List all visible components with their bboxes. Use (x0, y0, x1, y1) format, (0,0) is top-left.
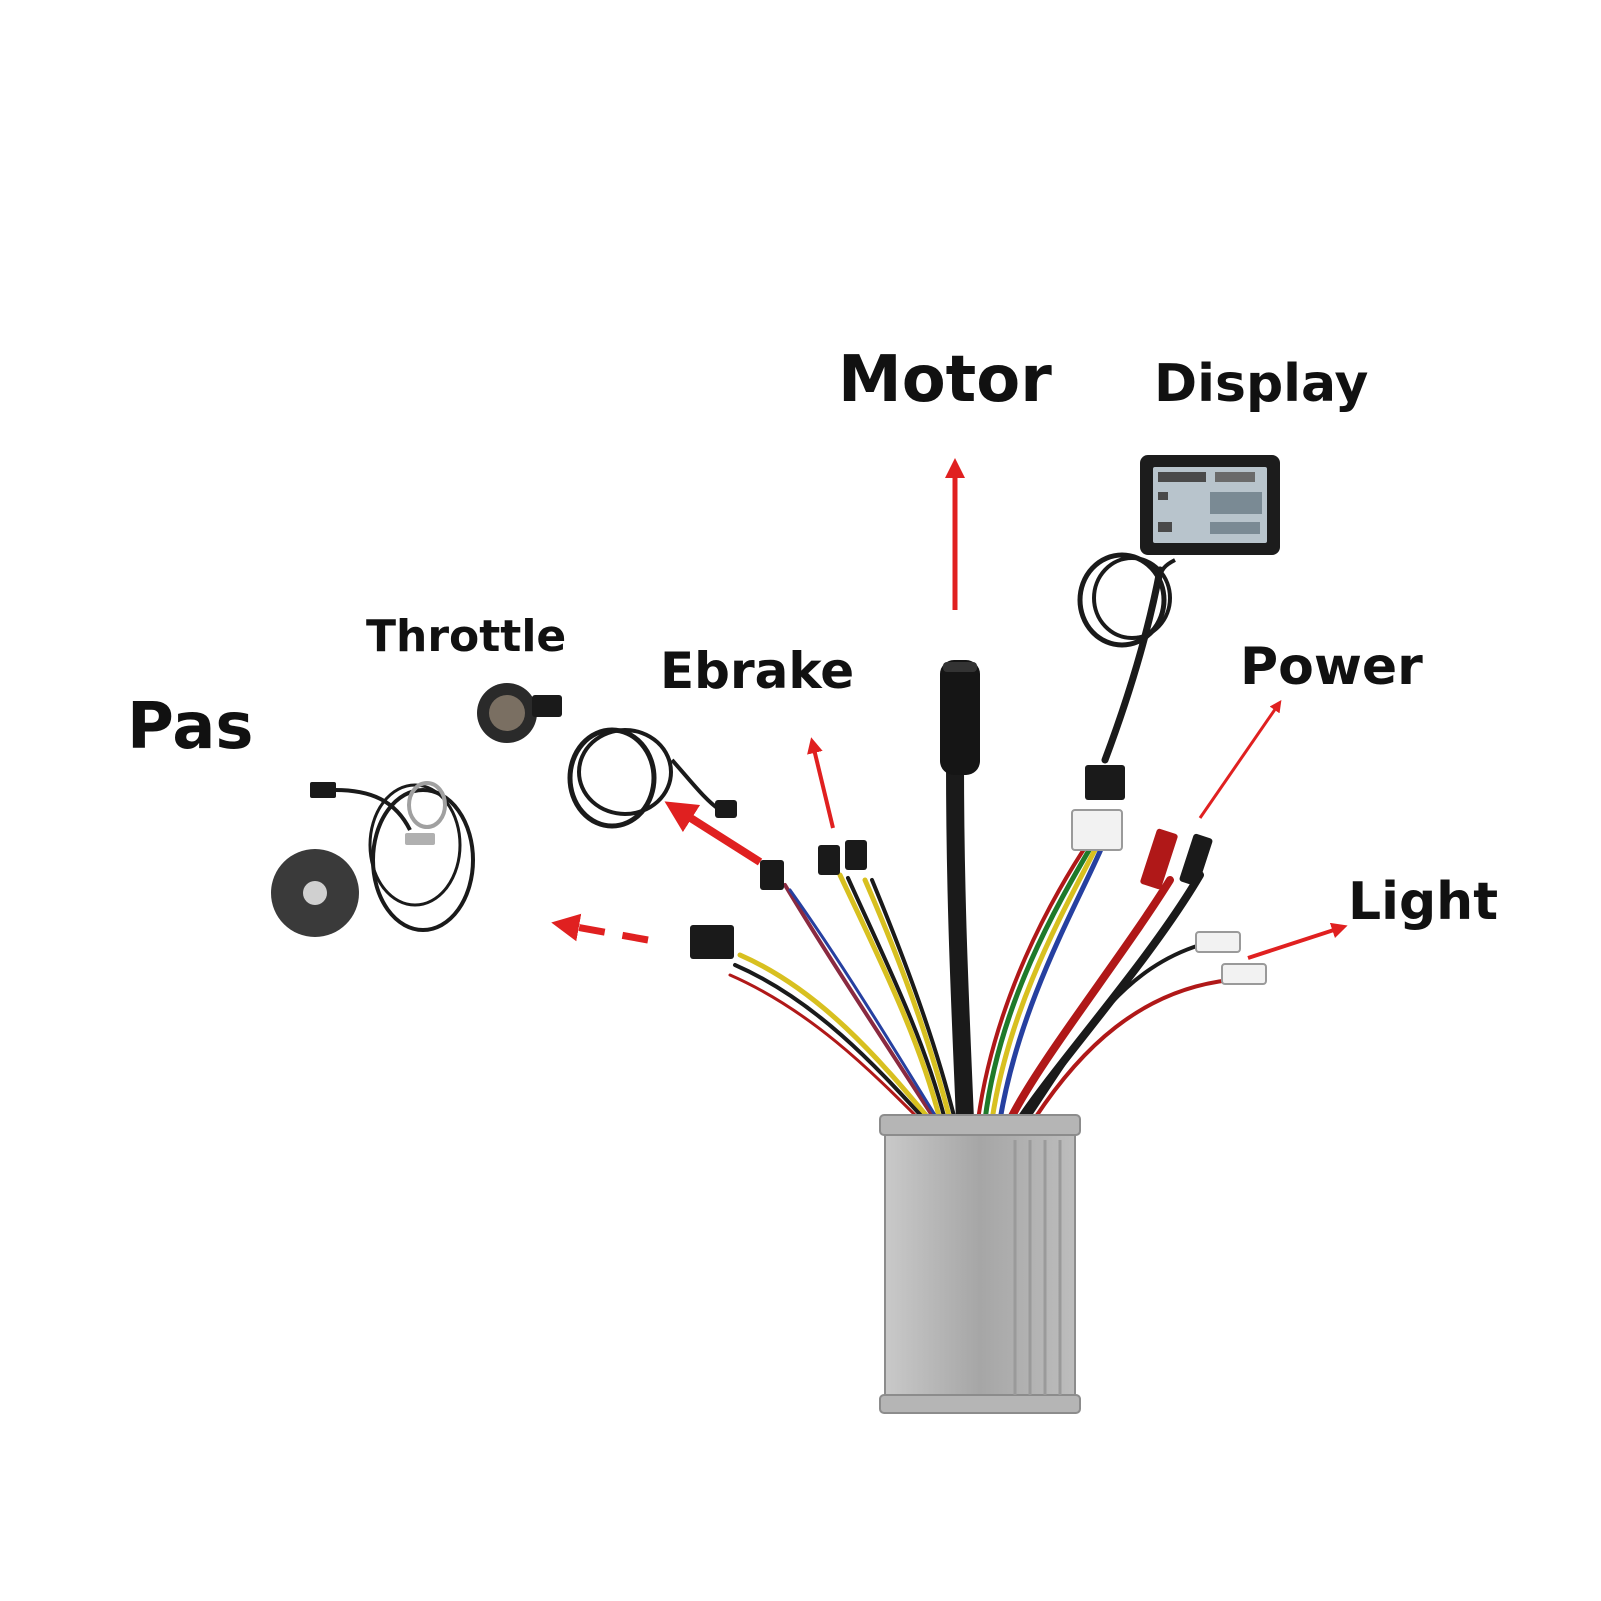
motor-connector (940, 660, 980, 775)
arrow-pas (551, 913, 649, 944)
label-light: Light (1348, 872, 1499, 932)
label-power: Power (1240, 637, 1423, 697)
label-throttle: Throttle (366, 611, 567, 662)
light-connectors (1195, 931, 1267, 985)
throttle-cable (783, 883, 937, 1122)
arrow-ebrake (807, 737, 835, 829)
display-unit (1077, 455, 1280, 648)
pas-side-connector (690, 925, 734, 959)
controller-box (879, 1114, 1081, 1414)
wire-bundle (728, 566, 1232, 1129)
arrow-throttle (664, 801, 763, 866)
ebrake-cable-2 (862, 877, 953, 1123)
arrow-light (1247, 922, 1348, 960)
label-pas: Pas (127, 690, 254, 764)
arrow-power (1198, 700, 1282, 819)
motor-cable (946, 751, 974, 1129)
pointer-arrows (551, 458, 1348, 960)
throttle-side-connector (760, 860, 784, 890)
light-cable-1 (1028, 943, 1202, 1117)
label-display: Display (1154, 354, 1369, 414)
display-cable (1101, 566, 1164, 764)
label-ebrake: Ebrake (660, 642, 855, 700)
power-cable-red (1006, 876, 1174, 1124)
throttle-device (477, 683, 737, 829)
pas-device (271, 781, 475, 937)
pas-cable (737, 952, 933, 1123)
power-connectors (1140, 828, 1213, 890)
label-motor: Motor (838, 343, 1052, 417)
ebrake-cable-1 (837, 872, 943, 1123)
ebrake-connectors (818, 840, 867, 875)
display-connector (1071, 765, 1125, 851)
light-cable-2 (1033, 978, 1232, 1120)
